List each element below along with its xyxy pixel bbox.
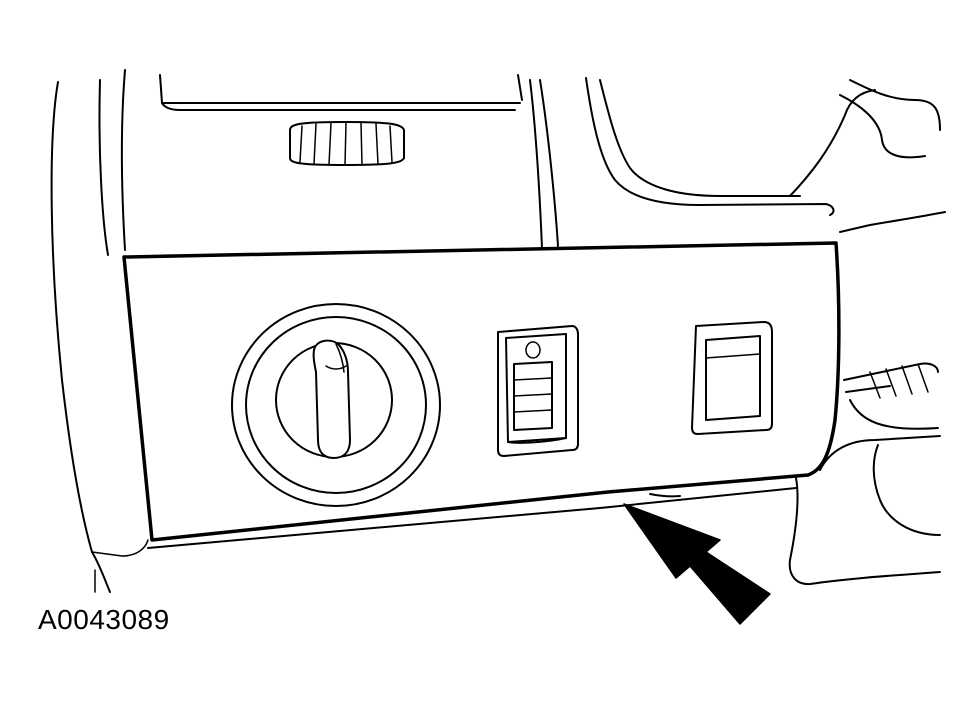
rocker-switch-icon[interactable] — [705, 335, 761, 421]
headlamp-switch[interactable] — [231, 303, 441, 507]
switch-panel — [122, 241, 841, 542]
lower-trim — [147, 435, 941, 586]
steering-column-area — [585, 77, 946, 233]
thumbwheel-control — [289, 121, 405, 166]
pointer-arrow — [623, 503, 771, 625]
left-dash-edge — [50, 69, 149, 593]
figure-id-label: A0043089 — [38, 604, 170, 635]
dimmer-switch[interactable] — [497, 325, 579, 457]
pointer-arrow-icon — [623, 503, 771, 625]
column-lever — [843, 362, 939, 430]
dimmer-indicator-icon — [525, 341, 541, 359]
rocker-switch[interactable] — [691, 321, 773, 435]
cluster-housing — [159, 74, 559, 249]
headlamp-switch-knob-icon[interactable] — [312, 339, 351, 459]
